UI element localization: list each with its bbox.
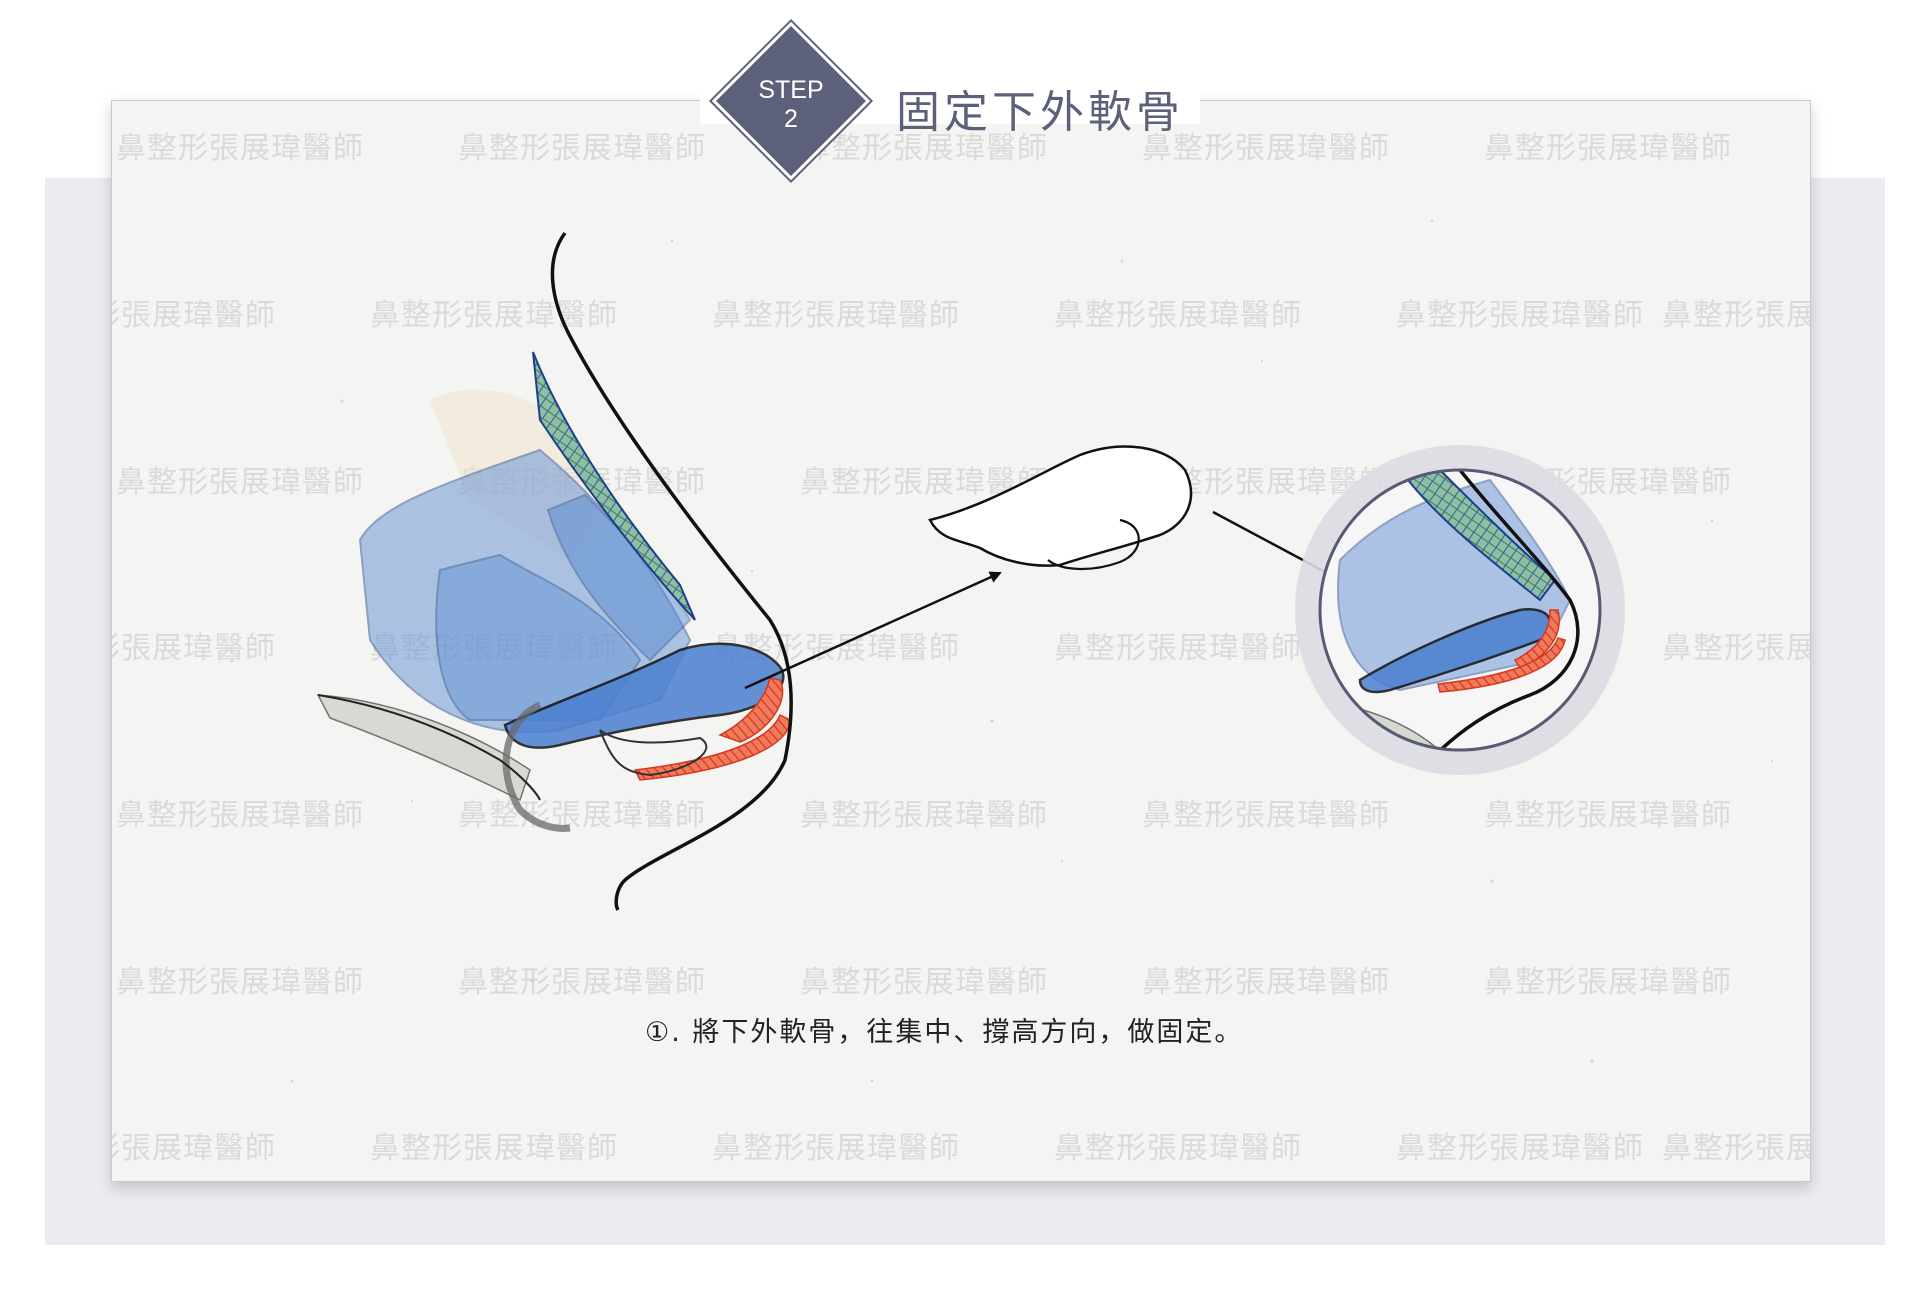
watermark: 鼻整形張展瑋醫師	[712, 298, 960, 333]
page-title: 固定下外軟骨	[896, 87, 1184, 138]
watermark: 鼻整形張展瑋醫師	[800, 965, 1048, 1000]
fixation-red-strip-lower	[633, 713, 791, 781]
watermark: 鼻整形張展瑋醫師	[800, 131, 1048, 166]
watermark: 鼻整形張展瑋醫師	[1662, 631, 1810, 666]
watermark: 鼻整形張展瑋醫師	[458, 798, 706, 833]
watermark: 鼻整形張展瑋醫師	[1142, 965, 1390, 1000]
watermark: 鼻整形張展瑋醫師	[1484, 131, 1732, 166]
watermark: 鼻整形張展瑋醫師	[116, 131, 364, 166]
watermark: 鼻整形張展瑋醫師	[1054, 298, 1302, 333]
watermark: 鼻整形張展瑋醫師	[112, 1131, 276, 1166]
cartilage-panel-outer	[435, 553, 642, 721]
caption-text: ①. 將下外軟骨，往集中、撐高方向，做固定。	[645, 1017, 1244, 1048]
watermark: 鼻整形張展瑋醫師	[458, 131, 706, 166]
step-badge-number: 2	[784, 105, 798, 133]
step-badge-label: STEP	[758, 76, 824, 104]
watermark: 鼻整形張展瑋醫師	[1484, 798, 1732, 833]
nose-profile-line	[550, 231, 793, 911]
watermark: 鼻整形張展瑋醫師	[116, 798, 364, 833]
watermark: 鼻整形張展瑋醫師	[1396, 1131, 1644, 1166]
watermark: 鼻整形張展瑋醫師	[1142, 798, 1390, 833]
watermark: 鼻整形張展瑋醫師	[800, 798, 1048, 833]
watermark: 鼻整形張展瑋醫師	[1142, 131, 1390, 166]
detail-lens	[1295, 445, 1625, 775]
watermark: 鼻整形張展瑋醫師	[1484, 965, 1732, 1000]
lip-line	[317, 694, 541, 801]
watermark: 鼻整形張展瑋醫師	[370, 1131, 618, 1166]
step-badge-text: STEP 2	[720, 76, 862, 134]
watermark: 鼻整形張展瑋醫師	[112, 631, 276, 666]
watermark: 鼻整形張展瑋醫師	[712, 1131, 960, 1166]
fixation-red-strip-upper	[718, 677, 784, 743]
septum-hatched	[532, 351, 696, 621]
alar-rim-gray	[502, 701, 571, 832]
paper-texture	[230, 219, 1774, 1083]
watermark: 鼻整形張展瑋醫師	[458, 965, 706, 1000]
watermark: 鼻整形張展瑋醫師	[370, 298, 618, 333]
watermark: 鼻整形張展瑋醫師	[1054, 1131, 1302, 1166]
watermark: 鼻整形張展瑋醫師	[116, 465, 364, 500]
alar-outline	[599, 729, 708, 777]
watermark: 鼻整形張展瑋醫師	[1662, 298, 1810, 333]
watermark: 鼻整形張展瑋醫師	[1054, 631, 1302, 666]
watermark: 鼻整形張展瑋醫師	[1662, 1131, 1810, 1166]
lip-tissue-layer	[316, 694, 531, 802]
watermark: 鼻整形張展瑋醫師	[1396, 298, 1644, 333]
nose-cross-section	[316, 231, 793, 911]
arrow-to-detail	[744, 571, 1002, 690]
watermark: 鼻整形張展瑋醫師	[112, 298, 276, 333]
cartilage-shape-isolated	[928, 445, 1193, 571]
watermark: 鼻整形張展瑋醫師	[116, 965, 364, 1000]
